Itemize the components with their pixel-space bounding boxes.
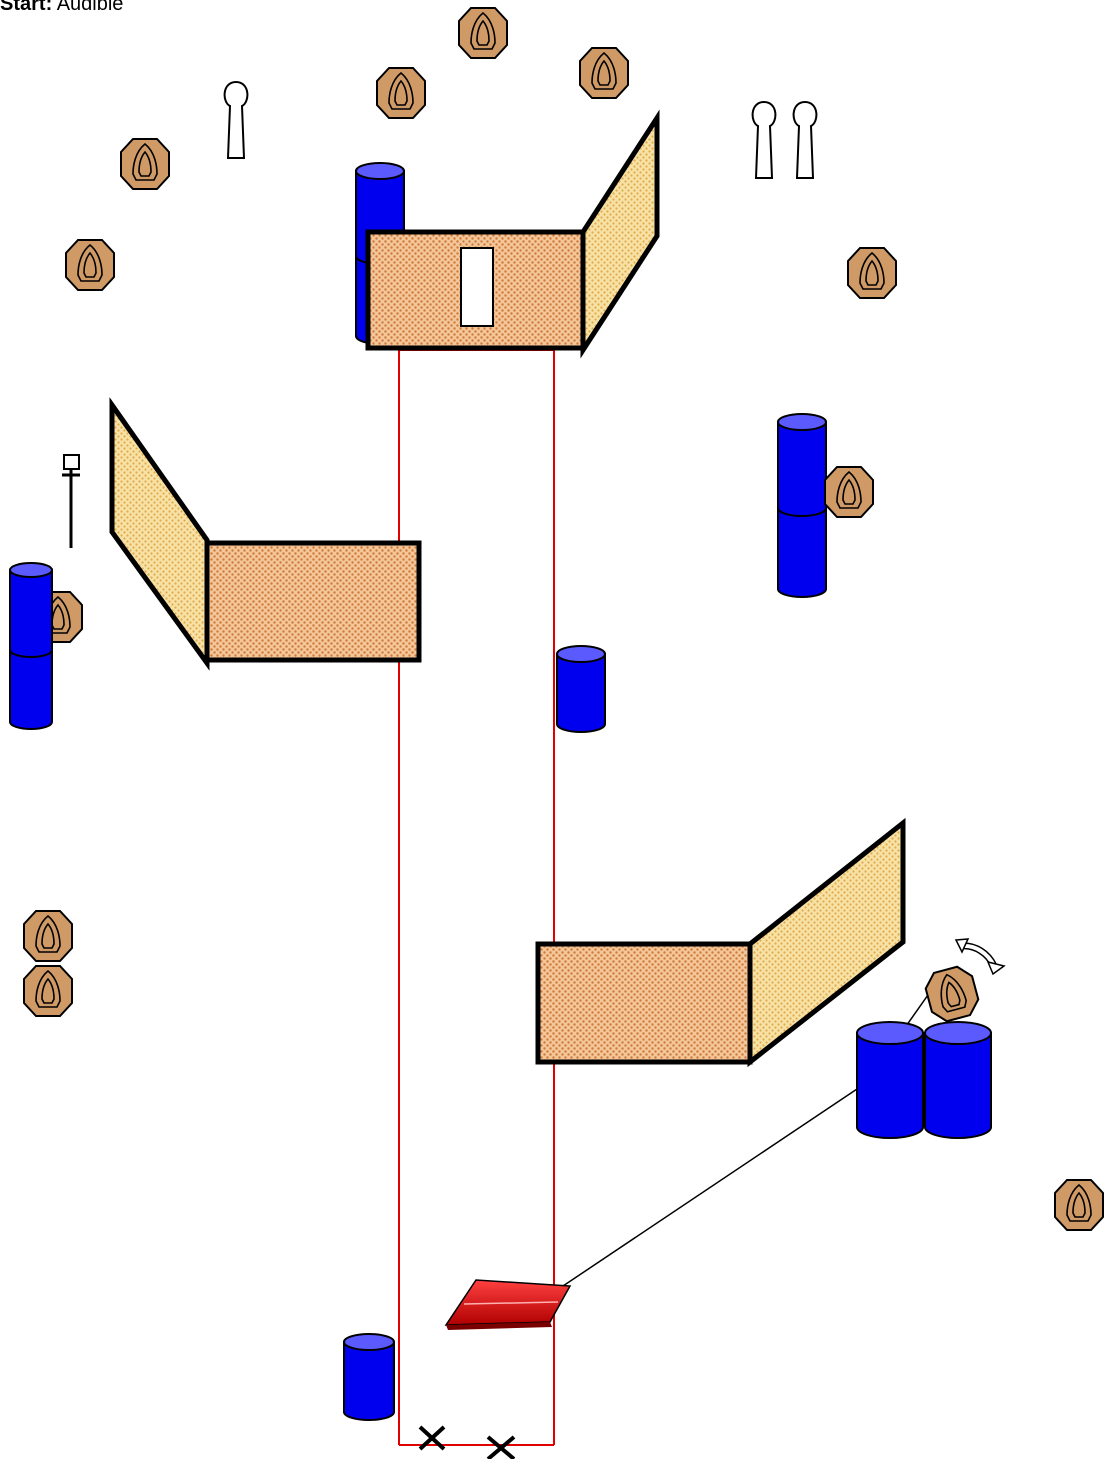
swinger-target bbox=[921, 938, 1006, 1026]
paper-target-icon bbox=[458, 7, 508, 59]
start-position-x-icon bbox=[486, 1435, 516, 1459]
barrel-stack-left bbox=[9, 562, 53, 730]
start-value: Audible bbox=[56, 0, 124, 15]
start-position-x-icon bbox=[418, 1425, 446, 1451]
paper-target-icon bbox=[65, 239, 115, 291]
paper-target-icon bbox=[921, 962, 983, 1026]
barrel-pair-right bbox=[856, 1021, 992, 1139]
swinger-arrow-icon bbox=[954, 938, 1006, 976]
paper-target-icon bbox=[1054, 1179, 1104, 1231]
start-note: Start: Audible bbox=[0, 0, 123, 16]
paper-target-icon bbox=[824, 466, 874, 518]
barrel-icon bbox=[343, 1333, 395, 1421]
paper-target-icon bbox=[23, 910, 73, 962]
barrel-icon bbox=[556, 645, 606, 733]
steel-popper-icon bbox=[751, 101, 777, 179]
wall-top bbox=[365, 109, 660, 359]
paper-target-icon bbox=[847, 247, 897, 299]
start-label: Start: bbox=[0, 0, 53, 15]
steel-plate-icon bbox=[62, 454, 80, 548]
wall-port-window bbox=[460, 247, 494, 327]
paper-target-icon bbox=[23, 965, 73, 1017]
paper-target-icon bbox=[120, 138, 170, 190]
wall-left bbox=[109, 397, 422, 671]
paper-target-icon bbox=[376, 67, 426, 119]
wall-bottom-right bbox=[535, 817, 906, 1068]
activator-pad-icon bbox=[444, 1279, 572, 1330]
steel-popper-icon bbox=[223, 81, 249, 159]
barrel-stack-right bbox=[777, 413, 827, 598]
steel-popper-icon bbox=[792, 101, 818, 179]
paper-target-icon bbox=[579, 47, 629, 99]
